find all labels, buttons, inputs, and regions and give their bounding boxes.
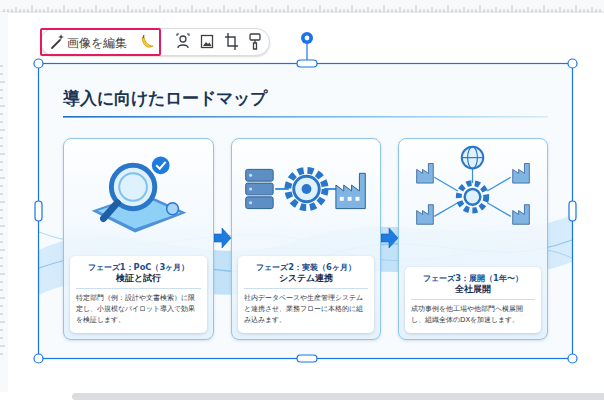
phase-subheading: 検証と試行 (76, 273, 201, 285)
image-toolbar: 画像を編集 (40, 28, 270, 56)
phase-description: 成功事例を他工場や他部門へ横展開し、組織全体のDXを加速します。 (411, 304, 535, 326)
ruler-edge (0, 12, 604, 13)
flow-arrow (214, 228, 231, 248)
phase-heading: フェーズ1：PoC（3ヶ月） (76, 262, 201, 273)
search-illustration (64, 139, 213, 237)
phase-heading: フェーズ3：展開（1年〜） (411, 273, 535, 284)
divider-line (411, 299, 535, 300)
title-underline (63, 116, 548, 118)
divider-line (244, 288, 368, 289)
phase-subheading: システム連携 (244, 273, 368, 285)
highlight-box (40, 28, 161, 56)
text-panel: フェーズ3：展開（1年〜）全社展開成功事例を他工場や他部門へ横展開し、組織全体の… (405, 267, 541, 333)
phase-heading: フェーズ2：実装（6ヶ月） (244, 262, 368, 273)
ruler (0, 12, 8, 392)
rotate-handle (301, 32, 313, 44)
ruler-ticks (0, 66, 5, 354)
edit-icon (49, 29, 65, 55)
integration-illustration (232, 139, 380, 237)
phase-description: 特定部門（例：設計や文書検索）に限定し、小規模なパイロット導入で効果を検証します… (76, 293, 201, 326)
image-icon (199, 29, 215, 55)
selection-frame (39, 64, 573, 359)
banana-icon (139, 29, 155, 55)
rollout-illustration (399, 139, 547, 237)
phase-card: フェーズ1：PoC（3ヶ月）検証と試行特定部門（例：設計や文書検索）に限定し、小… (63, 138, 214, 340)
flow-arrow (381, 228, 398, 248)
slide-image (39, 64, 572, 358)
slide-title: 導入に向けたロードマップ (63, 87, 267, 110)
divider-line (76, 288, 201, 289)
phase-description: 社内データベースや生産管理システムと連携させ、業務フローに本格的に組み込みます。 (244, 293, 368, 326)
rotate-handle (305, 36, 310, 41)
crop-icon (223, 29, 239, 55)
resize-handles (34, 59, 577, 363)
text-panel: フェーズ2：実装（6ヶ月）システム連携社内データベースや生産管理システムと連携さ… (238, 256, 374, 333)
scrollbar (72, 393, 604, 400)
phase-subheading: 全社展開 (411, 284, 535, 296)
phase-card: フェーズ3：展開（1年〜）全社展開成功事例を他工場や他部門へ横展開し、組織全体の… (398, 138, 548, 340)
format-icon (247, 29, 263, 55)
person-icon (175, 29, 191, 55)
ruler-ticks (4, 5, 600, 12)
toolbar-label: 画像を編集 (67, 35, 127, 52)
phase-card: フェーズ2：実装（6ヶ月）システム連携社内データベースや生産管理システムと連携さ… (231, 138, 381, 340)
text-panel: フェーズ1：PoC（3ヶ月）検証と試行特定部門（例：設計や文書検索）に限定し、小… (70, 256, 207, 333)
ruler (0, 0, 604, 12)
